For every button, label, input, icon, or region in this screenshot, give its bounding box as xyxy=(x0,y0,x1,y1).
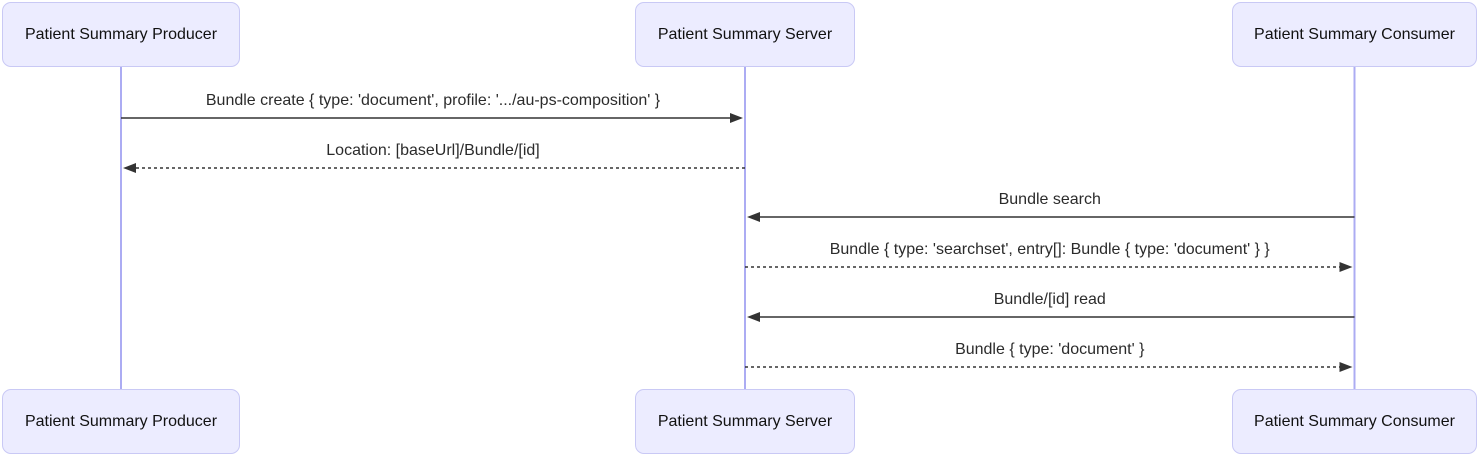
message-label: Bundle/[id] read xyxy=(993,291,1106,308)
arrowhead-icon xyxy=(123,163,136,173)
message-label: Bundle { type: 'document' } xyxy=(955,341,1145,358)
arrowhead-icon xyxy=(747,312,760,322)
message-label: Bundle { type: 'searchset', entry[]: Bun… xyxy=(829,241,1270,258)
actor-consumer-top: Patient Summary Consumer xyxy=(1232,2,1477,67)
actor-consumer-bottom: Patient Summary Consumer xyxy=(1232,389,1477,454)
arrowhead-icon xyxy=(747,212,760,222)
actor-producer-top: Patient Summary Producer xyxy=(2,2,240,67)
arrowhead-icon xyxy=(1339,262,1353,272)
message-label: Bundle search xyxy=(998,191,1101,208)
message-label: Location: [baseUrl]/Bundle/[id] xyxy=(326,142,540,159)
actor-producer-bottom: Patient Summary Producer xyxy=(2,389,240,454)
actor-server-bottom: Patient Summary Server xyxy=(635,389,855,454)
message-label: Bundle create { type: 'document', profil… xyxy=(205,92,661,109)
arrowhead-icon xyxy=(730,113,743,123)
arrowhead-icon xyxy=(1339,362,1353,372)
actor-server-top: Patient Summary Server xyxy=(635,2,855,67)
